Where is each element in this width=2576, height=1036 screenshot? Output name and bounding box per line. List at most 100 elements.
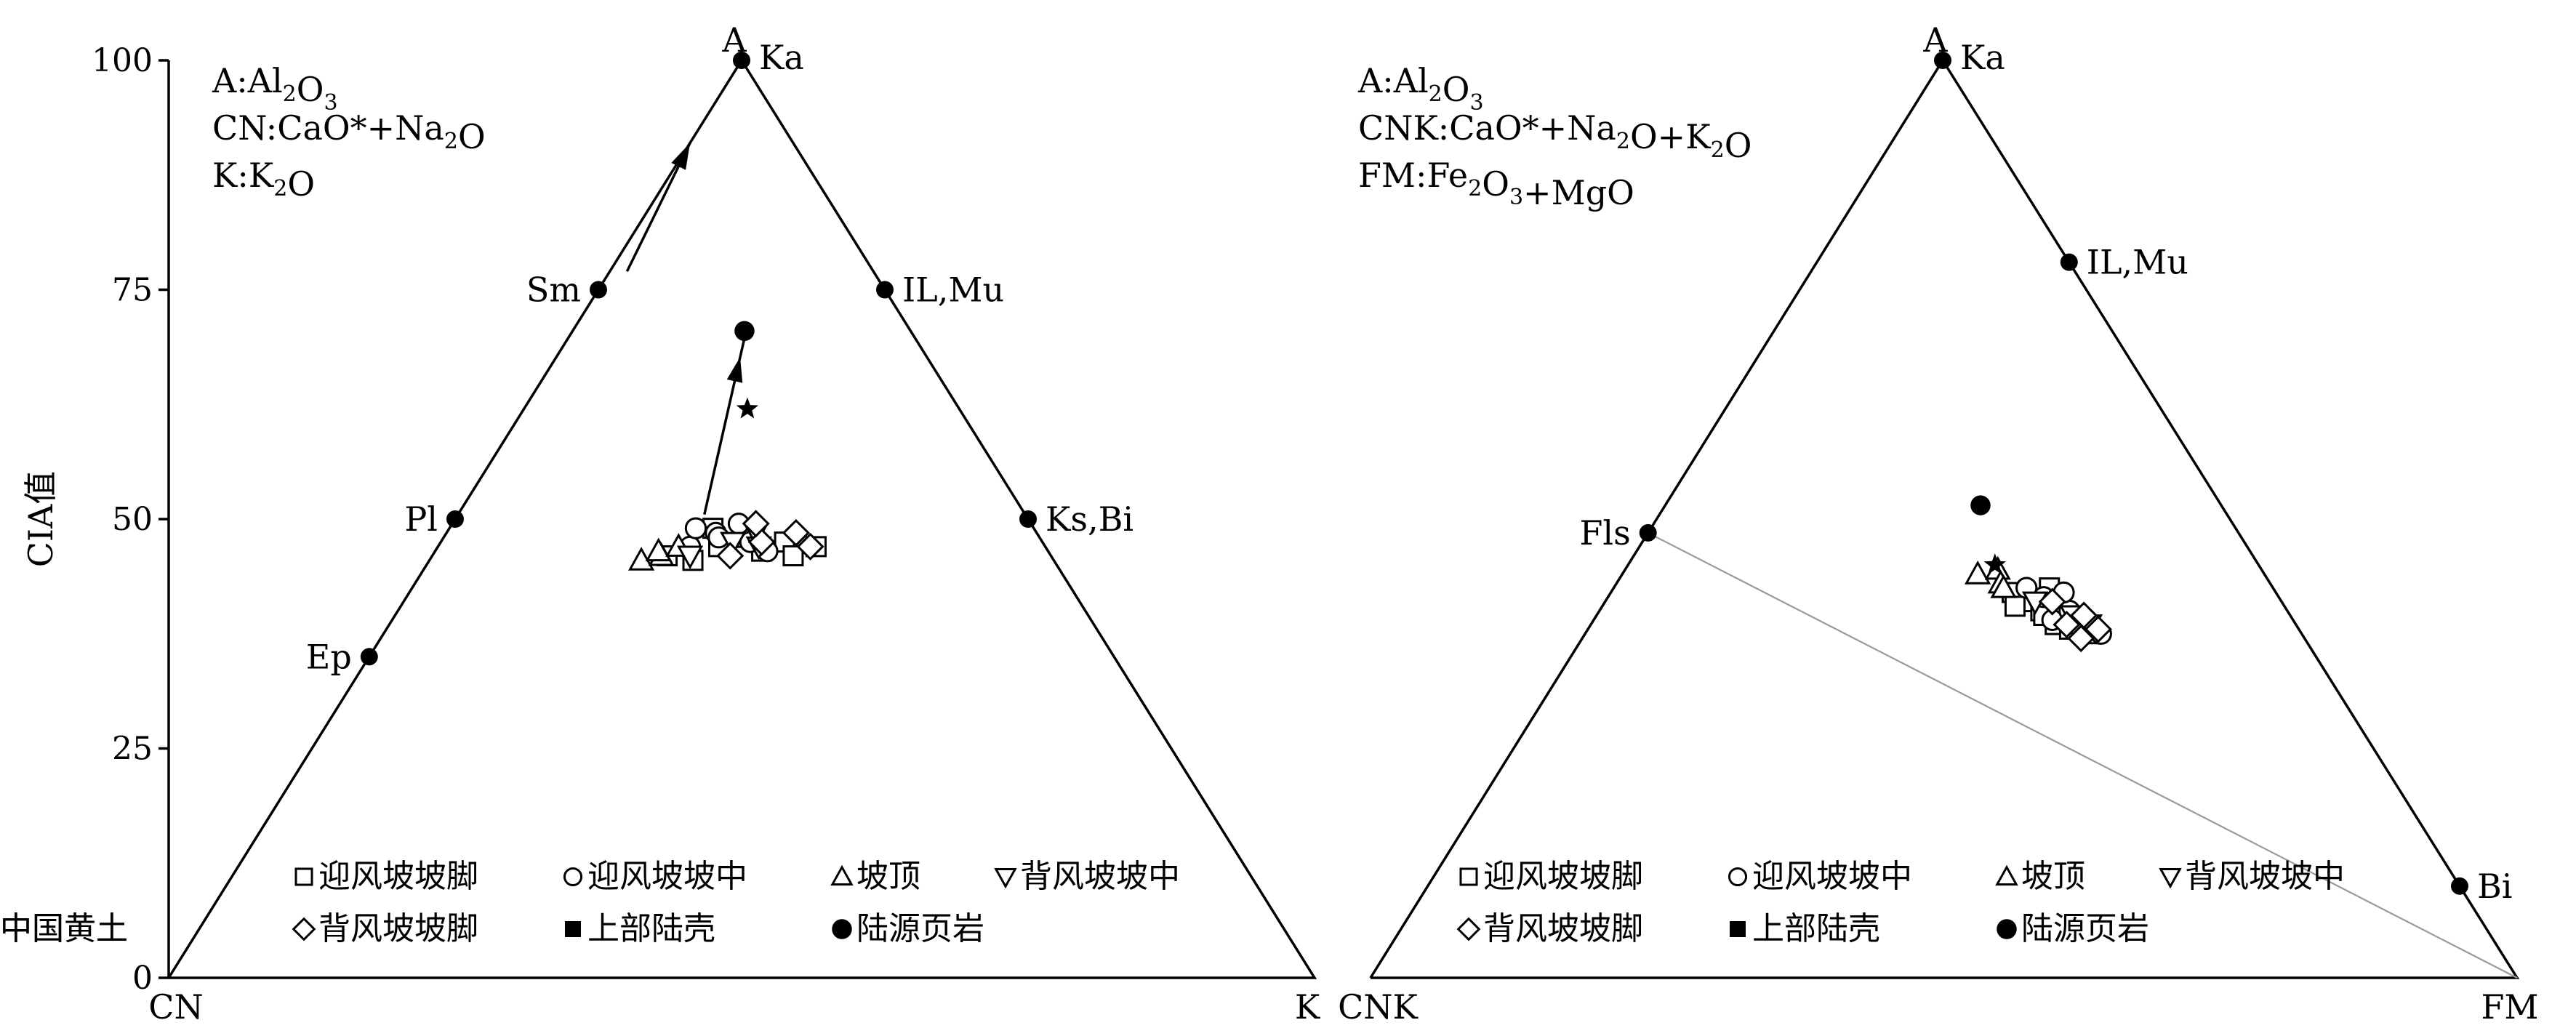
legend-marker (2159, 867, 2182, 889)
ref-point-il-mu (2060, 253, 2078, 271)
legend-label: 上部陆壳 (1752, 910, 1880, 947)
data-point (734, 321, 755, 342)
data-point (2038, 587, 2066, 616)
legend-label: 背风坡坡中 (1020, 858, 1180, 895)
legend-item: 背风坡坡脚 (292, 910, 478, 947)
ref-label-ka: Ka (1960, 38, 2005, 77)
data-point (1965, 561, 1991, 585)
legend-marker (830, 864, 854, 886)
formula-text: CNK:CaO*+Na (1358, 108, 1616, 148)
formula-subscript: 2 (444, 129, 458, 154)
formula-text: O (1443, 70, 1470, 109)
ternary-triangle (1369, 57, 2520, 979)
legend-item: 迎风坡坡脚 (294, 858, 478, 895)
ref-label-pl: Pl (404, 499, 438, 539)
legend-marker (565, 921, 581, 937)
series-circle-filled (1970, 495, 1991, 515)
formula-text: O+K (1630, 117, 1712, 156)
legend-item: 背风坡坡中 (994, 858, 1180, 895)
legend-label: 迎风坡坡脚 (318, 858, 478, 895)
legend-label: 背风坡坡中 (2185, 858, 2345, 895)
legend-label: 迎风坡坡中 (587, 858, 747, 895)
formula-text: O (297, 70, 324, 109)
legend-marker (1997, 919, 2017, 939)
formula-text: CN:CaO*+Na (212, 108, 444, 148)
formula-text: O (1725, 126, 1752, 165)
ref-point-sm (590, 281, 607, 299)
ref-point-fls (1639, 523, 1657, 542)
series-diamond-open (716, 510, 824, 570)
formula-subscript: 2 (1429, 81, 1443, 107)
legend-marker (994, 867, 1017, 889)
vertex-label-left: CNK (1338, 987, 1419, 1027)
data-point (2004, 595, 2026, 617)
formula-line: FM:Fe2O3+MgO (1358, 156, 1634, 212)
data-point (736, 397, 758, 419)
formula-line: A:Al2O3 (212, 61, 338, 116)
series-diamond-open (2038, 587, 2112, 653)
formula-subscript: 2 (1468, 176, 1482, 201)
formula-subscript: 2 (1616, 129, 1630, 154)
series-star-filled (1983, 553, 2006, 574)
legend-label: 坡顶 (856, 858, 920, 895)
legend-marker (1456, 917, 1481, 941)
formula-text: A:Al (1357, 61, 1429, 100)
formula-text: +MgO (1523, 173, 1634, 212)
legend-item: 中国黄土 (0, 910, 128, 947)
legend-label: 背风坡坡脚 (318, 910, 478, 947)
data-point (1970, 495, 1991, 515)
data-point (716, 542, 745, 570)
legend-item: 坡顶 (830, 858, 920, 895)
data-point (720, 531, 747, 556)
data-point (1990, 574, 2017, 598)
formula-line: CNK:CaO*+Na2O+K2O (1358, 108, 1752, 165)
formula-subscript: 3 (1469, 90, 1483, 116)
ref-label-il-mu: IL,Mu (2087, 243, 2188, 282)
formula-text: FM:Fe (1358, 156, 1468, 195)
formula-text: O (458, 117, 486, 156)
legend-label: 中国黄土 (0, 910, 128, 947)
data-point (2067, 625, 2095, 653)
formula-text: O (287, 164, 315, 204)
formula-line: A:Al2O3 (1357, 61, 1484, 116)
vertex-label-left: CN (148, 987, 203, 1027)
legend-item: 中国黄土 (0, 910, 128, 947)
formula-subscript: 2 (273, 176, 287, 201)
legend-marker (294, 867, 313, 886)
series-triangle-open (627, 533, 692, 571)
legend-item: 迎风坡坡脚 (1459, 858, 1643, 895)
formula-subscript: 2 (283, 81, 297, 107)
legend-item: 迎风坡坡中 (1728, 858, 1912, 895)
data-point (796, 532, 824, 561)
series-star-filled (736, 397, 758, 419)
formula-text: O (1482, 164, 1509, 204)
ref-label-sm: Sm (526, 270, 581, 310)
formula-subscript: 3 (324, 90, 337, 116)
formula-text: K:K (212, 156, 275, 195)
legend-marker (563, 867, 583, 887)
legend-marker (1728, 867, 1748, 887)
ref-point-ep (360, 648, 378, 666)
legend-item: 背风坡坡中 (2159, 858, 2345, 895)
weathering-arrowhead (671, 142, 691, 170)
y-axis-label: CIA值 (21, 471, 60, 568)
legend-item: 陆源页岩 (1997, 910, 2149, 947)
legend-item: 迎风坡坡中 (563, 858, 747, 895)
legend-item: 上部陆壳 (565, 910, 715, 947)
series-circle-filled (734, 321, 755, 342)
legend-label: 迎风坡坡脚 (1483, 858, 1643, 895)
data-point (782, 518, 810, 547)
data-point (1983, 553, 2006, 574)
mixing-line (1648, 531, 2518, 979)
formula-line: CN:CaO*+Na2O (212, 108, 486, 156)
y-tick-label: 0 (132, 960, 153, 997)
y-tick-label: 25 (112, 731, 153, 768)
ref-label-il-mu: IL,Mu (902, 270, 1004, 310)
formula-line: K:K2O (212, 156, 315, 204)
legend-marker (1730, 921, 1746, 937)
legend-label: 陆源页岩 (856, 910, 984, 947)
legend-label: 迎风坡坡中 (1752, 858, 1912, 895)
data-point (2070, 601, 2098, 630)
